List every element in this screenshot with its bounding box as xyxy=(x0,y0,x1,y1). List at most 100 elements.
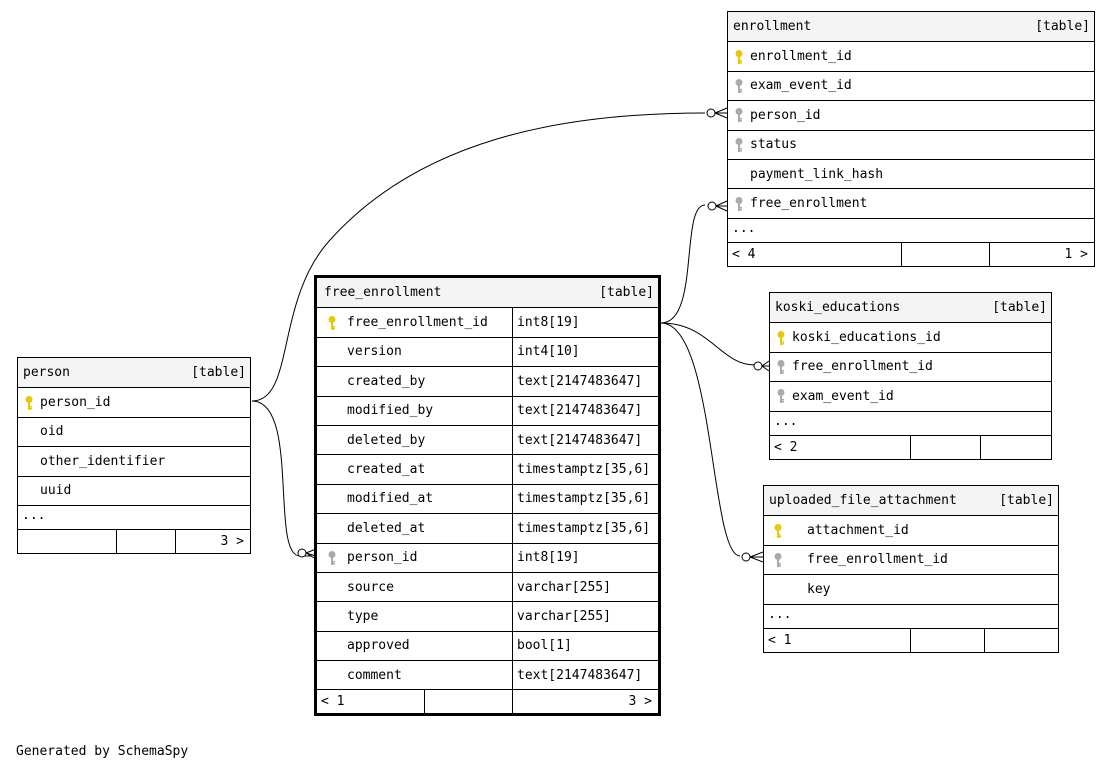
children-count[interactable] xyxy=(980,435,1051,459)
column-row[interactable]: person_id xyxy=(728,100,1094,129)
edge-person-free_enrollment xyxy=(251,400,312,557)
column-name: key xyxy=(807,581,831,597)
column-row[interactable]: enrollment_id xyxy=(728,41,1094,70)
column-name: version xyxy=(347,344,402,360)
table-free_enrollment[interactable]: free_enrollment [table] free_enrollment_… xyxy=(314,275,661,717)
table-header: koski_educations [table] xyxy=(770,293,1051,323)
footer-spacer xyxy=(910,435,980,459)
column-row[interactable]: status xyxy=(728,129,1094,159)
column-row[interactable]: deleted_at timestamptz[35,6] xyxy=(317,513,658,543)
column-name: deleted_at xyxy=(347,520,426,536)
edge-free_enrollment-enrollment xyxy=(660,204,706,324)
column-row[interactable]: exam_event_id xyxy=(728,70,1094,100)
column-name: person_id xyxy=(347,550,418,566)
column-name: deleted_by xyxy=(347,432,426,448)
column-row[interactable]: modified_at timestamptz[35,6] xyxy=(317,483,658,514)
table-footer: < 1 xyxy=(764,627,1058,652)
table-kind: [table] xyxy=(999,493,1054,509)
table-name: uploaded_file_attachment xyxy=(769,493,957,509)
column-row[interactable]: oid xyxy=(18,416,250,446)
table-header: free_enrollment [table] xyxy=(317,278,658,308)
column-row[interactable]: free_enrollment_id int8[19] xyxy=(317,307,658,337)
crow-foot xyxy=(715,200,728,212)
column-type: int8[19] xyxy=(512,543,658,572)
column-row[interactable]: version int4[10] xyxy=(317,336,658,367)
foreign-key-icon xyxy=(728,137,750,153)
ellipsis-text: ... xyxy=(768,606,792,622)
column-type: text[2147483647] xyxy=(512,367,658,396)
column-row[interactable]: comment text[2147483647] xyxy=(317,660,658,690)
column-row[interactable]: key xyxy=(764,574,1058,603)
table-kind: [table] xyxy=(599,285,654,301)
parents-count[interactable]: < 1 xyxy=(321,694,345,710)
primary-key-icon xyxy=(317,315,347,331)
table-header: uploaded_file_attachment [table] xyxy=(764,486,1058,516)
column-type: int8[19] xyxy=(512,308,658,337)
column-row[interactable]: koski_educations_id xyxy=(770,322,1051,351)
more-columns: ... xyxy=(764,603,1058,628)
column-name: enrollment_id xyxy=(750,49,852,65)
table-footer: < 2 xyxy=(770,434,1051,459)
column-name: person_id xyxy=(40,395,111,411)
column-row[interactable]: person_id xyxy=(18,387,250,416)
column-row[interactable]: other_identifier xyxy=(18,446,250,475)
column-row[interactable]: free_enrollment_id xyxy=(764,544,1058,574)
column-row[interactable]: modified_by text[2147483647] xyxy=(317,395,658,425)
column-row[interactable]: exam_event_id xyxy=(770,381,1051,410)
column-type: timestamptz[35,6] xyxy=(512,514,658,543)
children-count[interactable]: 3 > xyxy=(175,529,250,553)
children-count[interactable]: 1 > xyxy=(989,242,1094,266)
column-row[interactable]: person_id int8[19] xyxy=(317,542,658,572)
parents-count[interactable]: < 1 xyxy=(768,632,792,648)
table-enrollment[interactable]: enrollment [table] enrollment_id exam_ev… xyxy=(727,11,1095,267)
primary-key-icon xyxy=(764,523,792,539)
more-columns: ... xyxy=(770,410,1051,435)
ellipsis-text: ... xyxy=(22,507,46,523)
column-name: free_enrollment_id xyxy=(807,552,948,568)
footer-spacer xyxy=(901,242,989,266)
table-uploaded_file_attachment[interactable]: uploaded_file_attachment [table] attachm… xyxy=(763,485,1059,653)
column-row[interactable]: deleted_by text[2147483647] xyxy=(317,424,658,455)
footer-spacer xyxy=(116,529,175,553)
column-name: created_at xyxy=(347,462,426,478)
column-name: koski_educations_id xyxy=(792,330,941,346)
column-row[interactable]: source varchar[255] xyxy=(317,571,658,602)
table-person[interactable]: person [table] person_id oid other_ident… xyxy=(17,357,251,554)
column-row[interactable]: created_by text[2147483647] xyxy=(317,366,658,396)
primary-key-icon xyxy=(728,49,750,65)
column-name: exam_event_id xyxy=(750,78,852,94)
edge-end-circle xyxy=(707,201,717,211)
column-name: approved xyxy=(347,638,410,654)
crow-foot xyxy=(749,551,764,563)
foreign-key-icon xyxy=(770,359,792,375)
parents-count[interactable]: < 2 xyxy=(774,439,798,455)
table-name: person xyxy=(23,365,70,381)
column-row[interactable]: uuid xyxy=(18,475,250,505)
edge-free_enrollment-uploaded_file_attachment xyxy=(660,322,741,557)
column-name: status xyxy=(750,137,797,153)
foreign-key-icon xyxy=(728,78,750,94)
parents-count[interactable]: < 4 xyxy=(732,246,756,262)
parents-count[interactable] xyxy=(18,530,116,553)
column-row[interactable]: free_enrollment_id xyxy=(770,351,1051,381)
column-name: source xyxy=(347,579,394,595)
table-name: free_enrollment xyxy=(324,285,442,301)
more-columns: ... xyxy=(18,504,250,529)
column-type: int4[10] xyxy=(512,337,658,367)
children-count[interactable]: 3 > xyxy=(512,690,658,714)
table-name: koski_educations xyxy=(775,300,901,316)
column-name: other_identifier xyxy=(40,453,166,469)
children-count[interactable] xyxy=(984,628,1058,652)
column-row[interactable]: attachment_id xyxy=(764,515,1058,544)
column-row[interactable]: payment_link_hash xyxy=(728,158,1094,188)
column-row[interactable]: approved bool[1] xyxy=(317,630,658,661)
column-row[interactable]: created_at timestamptz[35,6] xyxy=(317,454,658,484)
column-row[interactable]: type varchar[255] xyxy=(317,601,658,631)
generated-by-note: Generated by SchemaSpy xyxy=(16,744,189,759)
column-name: exam_event_id xyxy=(792,388,894,404)
column-row[interactable]: free_enrollment xyxy=(728,188,1094,217)
column-name: free_enrollment xyxy=(750,196,868,212)
column-name: attachment_id xyxy=(807,523,909,539)
table-koski_educations[interactable]: koski_educations [table] koski_education… xyxy=(769,292,1052,460)
